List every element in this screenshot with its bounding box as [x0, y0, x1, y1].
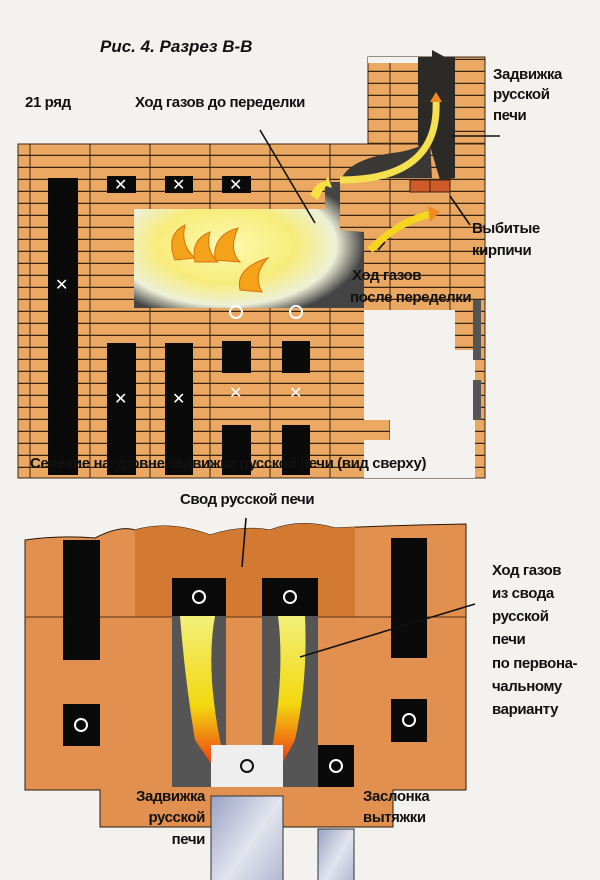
gas-after-label: Ход газов после переделки	[350, 267, 472, 306]
gas-flow-right	[266, 616, 306, 762]
svg-text:после переделки: после переделки	[350, 289, 471, 306]
channel-left	[48, 178, 78, 475]
gas-before-label: Ход газов до переделки	[135, 94, 305, 111]
vault-label: Свод русской печи	[180, 491, 314, 508]
russian-damper-label-bottom: Задвижка русской печи	[136, 788, 206, 848]
gas-channel	[338, 140, 432, 200]
russian-damper-plate[interactable]	[210, 795, 284, 880]
svg-text:печи: печи	[492, 631, 526, 648]
gas-original-label: Ход газов из свода русской печи по перво…	[492, 562, 578, 718]
svg-text:печи: печи	[172, 831, 206, 848]
top-view-title: Сечение на уровне задвижки русской печи …	[30, 455, 426, 472]
top-view-marks	[74, 590, 416, 773]
svg-text:вытяжки: вытяжки	[363, 809, 426, 826]
ash-door-icon[interactable]	[473, 380, 481, 420]
svg-text:Ход газов: Ход газов	[492, 562, 561, 579]
svg-text:Задвижка: Задвижка	[493, 66, 563, 83]
svg-text:из свода: из свода	[492, 585, 555, 602]
svg-text:✕: ✕	[172, 175, 185, 194]
svg-text:✕: ✕	[55, 275, 68, 294]
fire-door-icon[interactable]	[473, 300, 481, 360]
gas-arrow-before	[310, 176, 332, 200]
gas-arrow-after	[367, 210, 433, 253]
svg-text:Ход газов: Ход газов	[352, 267, 421, 284]
knocked-brick-1	[409, 179, 431, 193]
svg-text:варианту: варианту	[492, 701, 559, 718]
row-label: 21 ряд	[25, 94, 72, 111]
svg-text:✕: ✕	[289, 383, 302, 402]
svg-text:✕: ✕	[114, 175, 127, 194]
svg-text:Задвижка: Задвижка	[136, 788, 206, 805]
top-view-channels	[63, 538, 427, 787]
svg-text:✕: ✕	[229, 175, 242, 194]
svg-text:кирпичи: кирпичи	[472, 242, 531, 259]
knocked-bricks-label: Выбитые кирпичи	[472, 220, 540, 259]
svg-text:✕: ✕	[114, 389, 127, 408]
smoke-channels	[48, 176, 310, 475]
section-title: Рис. 4. Разрез В-В	[100, 37, 252, 56]
firebox	[134, 182, 364, 308]
russian-damper-label: Задвижка русской печи	[493, 66, 563, 124]
svg-text:русской: русской	[148, 809, 205, 826]
knocked-brick-2	[429, 179, 451, 193]
svg-text:✕: ✕	[229, 383, 242, 402]
svg-text:Заслонка: Заслонка	[363, 788, 430, 805]
exhaust-damper-plate[interactable]	[317, 828, 355, 880]
damper-opening	[211, 745, 283, 787]
svg-text:печи: печи	[493, 107, 527, 124]
firebox-door-opening	[364, 310, 455, 370]
svg-text:по первона-: по первона-	[492, 655, 578, 672]
gas-flow-up	[339, 99, 440, 184]
flames-icon	[171, 224, 270, 293]
svg-text:русской: русской	[493, 86, 550, 103]
svg-text:Выбитые: Выбитые	[472, 220, 540, 237]
leader-lines	[259, 129, 500, 251]
channel-marks: ✕ ✕ ✕ ✕ ✕ ✕ ✕ ✕	[55, 175, 303, 408]
svg-text:чальному: чальному	[492, 678, 563, 695]
exhaust-damper-label: Заслонка вытяжки	[363, 788, 431, 826]
svg-text:✕: ✕	[172, 389, 185, 408]
top-leader-lines	[241, 517, 476, 658]
svg-text:русской: русской	[492, 608, 549, 625]
gas-flow-left	[180, 616, 230, 765]
